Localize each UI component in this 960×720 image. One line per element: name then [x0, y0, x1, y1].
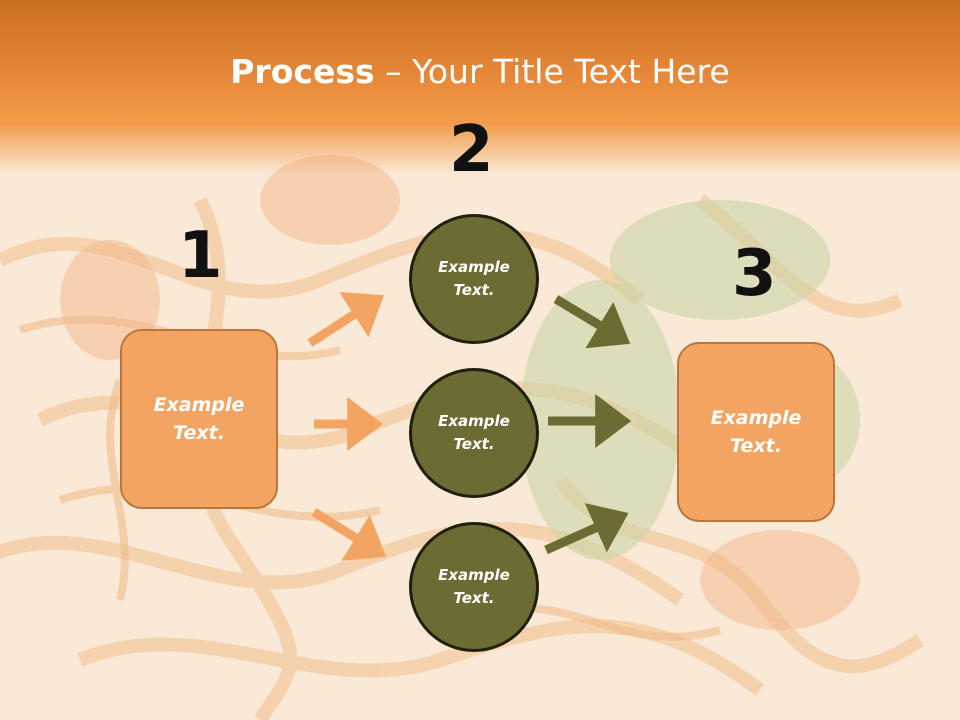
arrow-from-circle-1 — [553, 295, 631, 349]
left-box-line1: Example — [153, 393, 245, 416]
right-box-line2: Text. — [730, 435, 782, 457]
circle-2-line2: Text. — [453, 435, 495, 453]
step-number-3: 3 — [732, 237, 777, 311]
left-box-line2: Text. — [173, 422, 225, 444]
circle-1-line1: Example — [438, 257, 510, 276]
right-box-line1: Example — [710, 406, 802, 429]
title-rest: – Your Title Text Here — [374, 52, 730, 91]
step-number-1: 1 — [178, 219, 223, 293]
circle-3-line1: Example — [438, 565, 510, 584]
circle-3-line2: Text. — [453, 589, 495, 607]
arrow-from-circle-3 — [544, 503, 629, 555]
arrow-to-circle-1 — [307, 291, 385, 347]
slide-title: Process – Your Title Text Here — [0, 52, 960, 91]
header-band — [0, 0, 960, 175]
title-bold: Process — [230, 52, 375, 91]
step-number-2: 2 — [449, 113, 494, 187]
circle-2-line1: Example — [438, 411, 510, 430]
circle-1-line2: Text. — [453, 281, 495, 299]
arrow-to-circle-3 — [311, 508, 387, 561]
